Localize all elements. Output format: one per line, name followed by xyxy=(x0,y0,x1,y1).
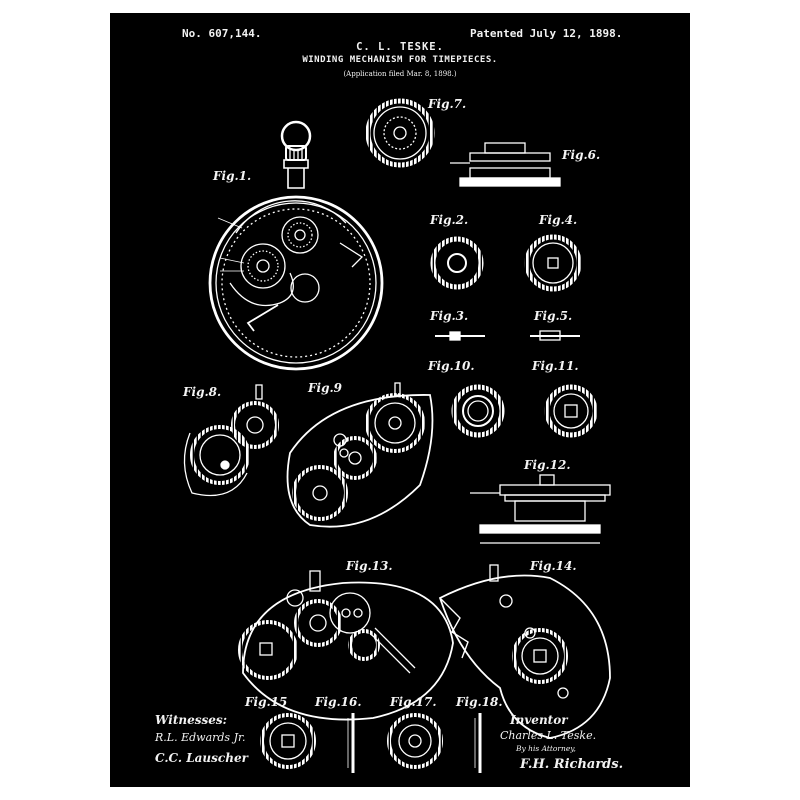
fig8-gear-train-drawing xyxy=(183,384,279,497)
fig2-gear-drawing xyxy=(430,236,484,290)
fig10-caption: Fig.10. xyxy=(428,359,475,373)
fig11-caption: Fig.11. xyxy=(532,359,579,373)
fig11-ratchet-drawing xyxy=(544,384,598,438)
fig17-gear-drawing xyxy=(387,713,443,769)
fig6-section-drawing xyxy=(450,142,561,187)
fig17-caption: Fig.17. xyxy=(390,695,437,709)
fig7-gear-drawing xyxy=(365,98,435,168)
inventor-name: Charles L. Teske. xyxy=(500,729,597,742)
fig18-caption: Fig.18. xyxy=(456,695,503,709)
fig1-caption: Fig.1. xyxy=(213,169,252,183)
fig13-caption: Fig.13. xyxy=(346,559,393,573)
patent-drawings xyxy=(183,98,611,773)
fig5-caption: Fig.5. xyxy=(534,309,573,323)
witness-1-signature: R.L. Edwards Jr. xyxy=(155,731,246,744)
patent-date: Patented July 12, 1898. xyxy=(470,27,623,40)
fig15-caption: Fig.15 xyxy=(245,695,288,709)
fig2-caption: Fig.2. xyxy=(430,213,469,227)
fig12-caption: Fig.12. xyxy=(524,458,571,472)
fig5-shaft-drawing xyxy=(530,330,580,341)
fig15-gear-drawing xyxy=(260,713,316,769)
fig3-caption: Fig.3. xyxy=(430,309,469,323)
fig9-caption: Fig.9 xyxy=(308,381,342,395)
fig7-caption: Fig.7. xyxy=(428,97,467,111)
patent-title: WINDING MECHANISM FOR TIMEPIECES. xyxy=(302,55,498,65)
fig8-caption: Fig.8. xyxy=(183,385,222,399)
fig4-caption: Fig.4. xyxy=(539,213,578,227)
fig14-movement-drawing xyxy=(438,564,611,739)
fig18-shaft-drawing xyxy=(474,713,482,773)
fig9-plate-drawing xyxy=(286,382,434,528)
witnesses-label: Witnesses: xyxy=(155,713,228,727)
inventor-initials: C. L. TESKE. xyxy=(356,41,444,53)
fig13-movement-drawing xyxy=(238,570,454,721)
witness-2-signature: C.C. Lauscher xyxy=(155,751,248,765)
patent-number: No. 607,144. xyxy=(182,27,262,40)
application-date: (Application filed Mar. 8, 1898.) xyxy=(343,70,457,78)
patent-poster: No. 607,144. Patented July 12, 1898. C. … xyxy=(110,13,690,787)
fig6-caption: Fig.6. xyxy=(562,148,601,162)
attorney-label: By his Attorney, xyxy=(516,744,576,753)
fig4-gear-drawing xyxy=(524,234,582,292)
attorney-signature: F.H. Richards. xyxy=(520,757,624,772)
fig12-section-drawing xyxy=(470,474,611,544)
fig14-caption: Fig.14. xyxy=(530,559,577,573)
fig1-pocket-watch-drawing xyxy=(208,120,384,371)
inventor-label: Inventor xyxy=(510,713,568,727)
fig3-shaft-drawing xyxy=(435,331,485,341)
fig16-caption: Fig.16. xyxy=(315,695,362,709)
fig10-ratchet-drawing xyxy=(451,384,505,438)
fig16-shaft-drawing xyxy=(347,713,355,773)
